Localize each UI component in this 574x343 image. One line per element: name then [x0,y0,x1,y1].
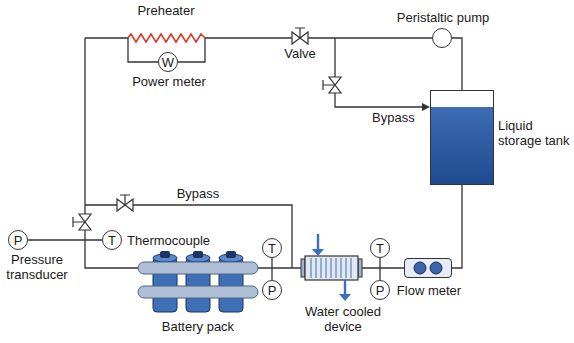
valve-handle [120,195,130,205]
node-text: P [268,284,277,297]
node-heading: Liquid storage tank [498,119,572,149]
pipe-connector [379,258,380,280]
node-text: T [268,242,276,255]
valve-symbol [79,222,91,230]
valve-handle [295,28,305,38]
temperature-gauge: T [262,238,282,258]
node-text: W [162,56,174,69]
node-heading: Peristaltic pump [397,11,489,26]
pipe-connector [452,38,462,90]
part-label: Water cooled device [298,305,388,335]
part-label: Valve [284,47,316,62]
storage-tank: Liquid storage tank [430,90,494,185]
node-heading: Thermocouple [127,234,210,249]
bypass-arrowhead [422,103,430,111]
pressure-gauge: P [262,280,282,300]
part-label: Battery pack [162,320,234,335]
valve-symbol [79,214,91,222]
battery-pack-illustration [138,251,258,312]
flow-meter-box: Flow meter [404,258,452,278]
temperature-gauge: T [370,238,390,258]
part-label: Preheater [137,4,194,19]
pressure-gauge: P [370,280,390,300]
power-meter-symbol: WPower meter [158,52,178,72]
water-cooled-device-illustration [301,234,362,301]
pipe-connector [452,185,462,268]
node-heading: Pressure transducer [4,253,70,283]
valve-symbol [329,85,341,93]
part-label: Bypass [372,111,415,126]
valve-handle [73,217,85,227]
pipe-connector [271,258,272,280]
valve-symbol [329,77,341,85]
preheater-coil [128,34,205,42]
flow-meter-rotor [430,262,442,274]
pipe-connector [28,239,102,240]
node-text: T [376,242,384,255]
pump-symbol: Peristaltic pump [432,28,452,48]
pressure-transducer-symbol: PPressure transducer [8,230,28,250]
node-heading: Power meter [132,75,206,90]
part-label: Bypass [177,187,220,202]
node-heading: Flow meter [397,284,461,299]
valve-symbol [125,199,133,211]
valve-symbol [117,199,125,211]
valve-symbol [292,32,300,44]
valve-symbol [300,32,308,44]
thermocouple-symbol: TThermocouple [102,230,122,250]
flow-meter-rotor [414,262,426,274]
node-text: P [14,234,23,247]
valve-handle [323,80,335,90]
node-text: T [108,234,116,247]
flow-meter-icon [405,259,451,277]
pipe [85,38,432,268]
node-text: P [376,284,385,297]
